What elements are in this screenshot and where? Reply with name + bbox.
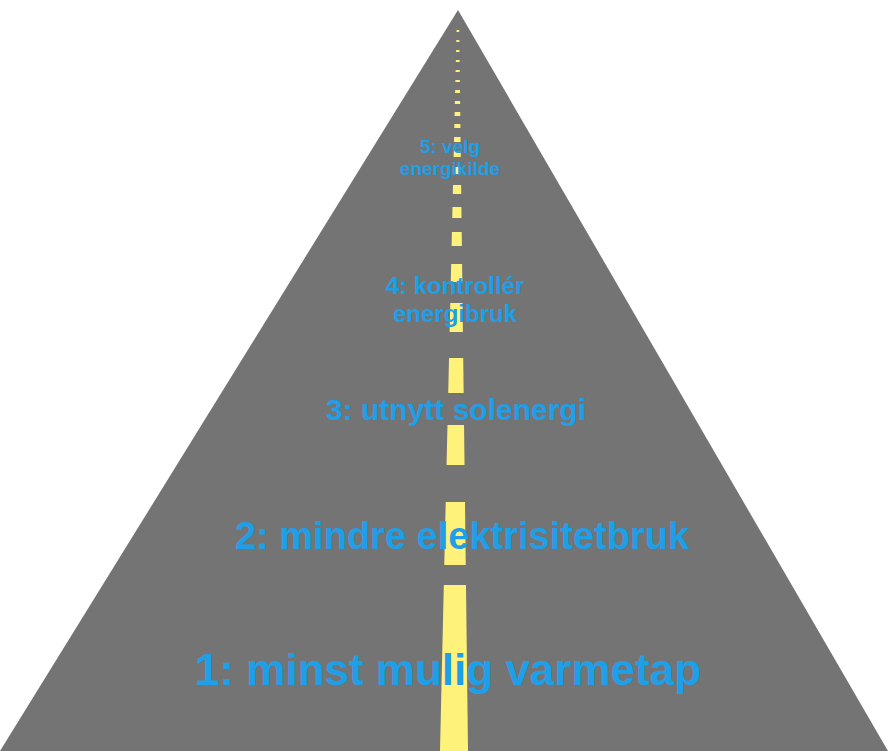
centre-line-dash [452,232,462,246]
centre-line-dash [456,50,459,52]
step-label: 2: mindre elektrisitetbruk [235,515,689,559]
centre-line-dash [448,358,463,393]
centre-line-dash [453,185,461,194]
step-label: 5: velg energikilde [385,136,515,180]
centre-line-dash [456,40,459,42]
centre-line-dash [454,124,460,128]
road-pyramid: 1: minst mulig varmetap 2: mindre elektri… [0,10,888,751]
centre-line-dash [455,112,461,116]
step-label: 1: minst mulig varmetap [195,645,701,696]
centre-line-dash [456,30,459,32]
step-label: 3: utnytt solenergi [326,393,586,428]
centre-line-dash [456,70,460,72]
step-label: 4: kontrollér energibruk [355,272,555,327]
centre-line-dash [456,60,460,62]
centre-line-dash [455,90,460,93]
centre-line-dash [452,207,461,218]
centre-line-dash [447,425,465,465]
road-surface [0,10,888,751]
road-triangle [0,10,888,751]
centre-line-dash [455,80,460,82]
centre-line-dash [455,101,460,104]
